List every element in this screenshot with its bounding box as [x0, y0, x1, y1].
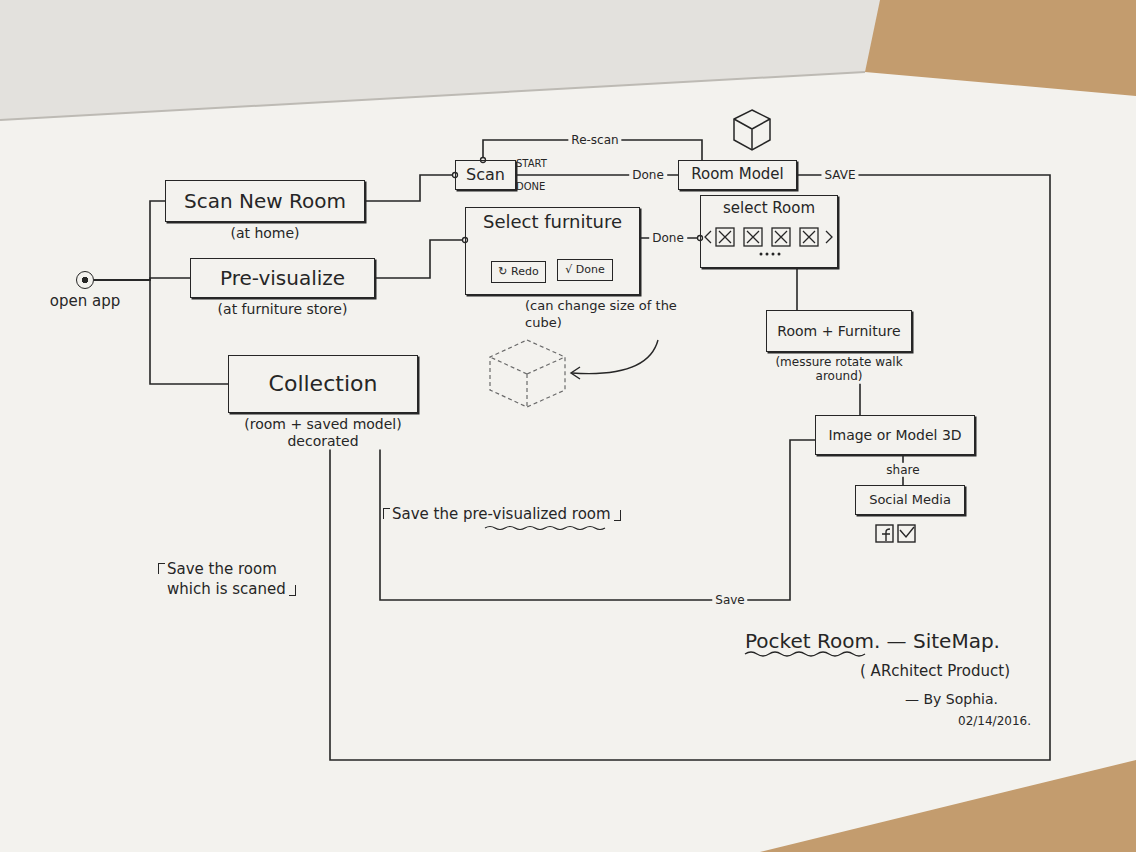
start-label: open app	[40, 292, 130, 310]
thumb-box	[716, 228, 734, 246]
box-title: Pre-visualize	[220, 267, 345, 290]
box-subtitle: (messure rotate walk around)	[766, 355, 912, 384]
pager-dots	[760, 253, 781, 256]
cube-outline	[734, 110, 770, 150]
sitemap-title: Pocket Room. — SiteMap.	[745, 628, 1000, 654]
leader-arrow	[572, 340, 658, 374]
page-box: Select furniture ↻ Redo √ Done	[465, 207, 640, 295]
box-title: Scan	[466, 166, 505, 184]
page-box: Pre-visualize (at furniture store)	[190, 258, 375, 318]
box-title: Collection	[269, 371, 378, 396]
thumb-x	[775, 231, 787, 243]
check-mark	[900, 527, 914, 537]
edge-label: Done	[629, 168, 667, 182]
dashed-cube	[490, 340, 565, 407]
thumb-box	[772, 228, 790, 246]
cube-edges	[734, 119, 770, 150]
annotation: — By Sophia.	[905, 690, 998, 708]
dot	[778, 253, 781, 256]
connector	[365, 175, 455, 201]
page-fold	[0, 72, 865, 120]
box-subtitle: (room + saved model) decorated	[228, 416, 418, 450]
mail-icon	[898, 525, 915, 542]
box-title: Image or Model 3D	[828, 427, 961, 443]
connector	[859, 384, 861, 415]
edge-label: SAVE	[821, 168, 858, 182]
page-box: Room Model	[678, 160, 797, 190]
thumb-box	[744, 228, 762, 246]
box-frame: Scan	[455, 160, 516, 190]
annotation: START	[516, 157, 547, 170]
wavy-underline	[485, 527, 605, 530]
box-subtitle: (at home)	[165, 225, 365, 242]
page-box: √ Done	[557, 259, 613, 281]
chevron-right	[826, 231, 832, 243]
box-title: Social Media	[869, 493, 951, 508]
start-circle	[76, 271, 94, 289]
note: Save the room which is scaned	[167, 560, 307, 599]
connector	[94, 201, 165, 280]
annotation: 02/14/2016.	[958, 714, 1031, 730]
paper-sheet	[0, 72, 1136, 852]
room-thumbnails	[705, 228, 832, 246]
box-frame: Collection	[228, 355, 418, 413]
cube-outline	[490, 340, 565, 407]
page-box: Scan New Room (at home)	[165, 180, 365, 242]
dot	[760, 253, 763, 256]
page-box: ↻ Redo	[491, 261, 546, 283]
page-box: select Room	[700, 195, 838, 268]
box-frame: Room + Furniture	[766, 310, 912, 352]
page-box: Image or Model 3D	[815, 415, 975, 455]
thumb-x	[747, 231, 759, 243]
box-subtitle: (at furniture store)	[190, 301, 375, 318]
box-frame: ↻ Redo	[491, 261, 546, 283]
connector	[330, 175, 1050, 760]
box-frame: Social Media	[855, 485, 965, 515]
dot	[772, 253, 775, 256]
start-point: open app	[40, 271, 130, 310]
box-title: Select furniture	[483, 212, 622, 233]
social-icons	[876, 525, 915, 542]
edge-label: Done	[649, 231, 687, 245]
box-title: Room + Furniture	[777, 323, 900, 339]
connector	[796, 268, 798, 310]
annotation: ( ARchitect Product)	[860, 662, 1010, 682]
page-box: Social Media	[855, 485, 965, 515]
thumb-box	[800, 228, 818, 246]
box-frame: Image or Model 3D	[815, 415, 975, 455]
note: Save the pre-visualized room	[392, 505, 621, 525]
box-frame: √ Done	[557, 259, 613, 281]
edge-label: Save	[712, 593, 747, 607]
annotation: DONE	[516, 180, 545, 193]
cube-edges	[490, 357, 565, 407]
box-frame: Scan New Room	[165, 180, 365, 222]
chevron-left	[705, 231, 711, 243]
box-frame: Pre-visualize	[190, 258, 375, 298]
page-box: Room + Furniture (messure rotate walk aro…	[766, 310, 912, 384]
thumb-x	[719, 231, 731, 243]
box-title: Scan New Room	[184, 190, 346, 213]
annotation: (can change size of the cube)	[525, 298, 690, 332]
box-frame: Room Model	[678, 160, 797, 190]
box-title: Room Model	[691, 166, 784, 183]
thumb-x	[803, 231, 815, 243]
box-title: √ Done	[565, 264, 604, 277]
page-box: Scan	[455, 160, 516, 190]
page-box: Collection (room + saved model) decorated	[228, 355, 418, 450]
box-frame: select Room	[700, 195, 838, 268]
connector	[380, 440, 815, 600]
facebook-mark	[882, 529, 890, 541]
cube-icon	[734, 110, 770, 150]
arrow-head	[571, 367, 580, 379]
facebook-icon	[876, 525, 893, 542]
connector	[375, 240, 465, 278]
edge-label: Re-scan	[568, 133, 621, 147]
box-title: select Room	[723, 200, 815, 217]
box-title: ↻ Redo	[498, 266, 538, 279]
dot	[766, 253, 769, 256]
edge-label: share	[883, 463, 922, 477]
